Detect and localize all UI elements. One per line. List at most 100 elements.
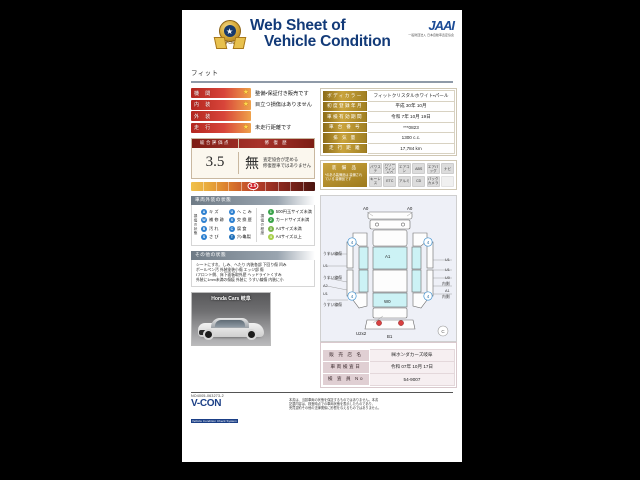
rating-stars: ★ (242, 123, 249, 131)
body-damage-diagram: 4 4 4 4 (319, 194, 457, 342)
disclaimer-line: 売買契約その他の法律関係に影響を与えるものではありません。 (289, 406, 382, 411)
legend-title: 車両外装の状態 (191, 195, 315, 205)
legend-item: C 腐 食 (228, 225, 252, 233)
jaai-subtitle: 一般財団法人 日本自動車査定協会 (408, 33, 454, 37)
legend-item-label: カードサイズ未満 (275, 217, 310, 223)
legend-item-label: へ こ み (236, 208, 252, 214)
svg-text:4: 4 (351, 240, 354, 245)
legend-item: S さ び (201, 233, 224, 241)
spec-key: 走 行 距 離 (321, 142, 368, 154)
spec-value: 平成 30年 10月 (366, 100, 455, 112)
diagram-label-left: U1 (323, 292, 328, 296)
jaai-mark: JAAI (428, 18, 455, 33)
legend-item: 2 カードサイズ未満 (267, 216, 312, 224)
model-name-row: フィット (191, 62, 453, 83)
repair-history-header-label: 修 復 歴 (264, 140, 289, 145)
diagram-label-right: A1 (445, 289, 450, 293)
spec-key: 車検有効期間 (321, 111, 368, 123)
legend-item: W 補 修 跡 (201, 216, 224, 224)
spec-key: 車 台 番 号 (321, 121, 368, 133)
overall-score-panel: 総合評価点 修 復 歴 3.5 無 査定協会が定める 修復歴車ではありません (191, 137, 315, 179)
equipment-item: ABS (412, 163, 426, 174)
notes-title: その他の状態 (191, 250, 315, 260)
rating-row: 内 装 ★ 目立つ損傷はありません (191, 99, 315, 110)
dealer-key: 車両検査日 (321, 360, 370, 374)
equipment-grid: パワステ パワーウィンドウ エアコン ABS エアバッグ ナビ キーレス ETC… (367, 163, 454, 187)
footer-ref-no: NO4005-063273-2 (191, 393, 224, 398)
vehicle-spec-table-wrap: ボディカラー フィットクリスタルホワイト・パール 初度登録年月 平成 30年 1… (319, 88, 457, 156)
svg-text:4: 4 (427, 240, 430, 245)
rating-row: 外 装 (191, 111, 315, 121)
legend-item: 4 A4サイズ以上 (267, 233, 312, 241)
legend-item: B 汚 れ (201, 225, 224, 233)
sheet-body: 機 関 ★ 整備・保証付き販売です 内 装 ★ 目立つ損傷はありません 外 装 (182, 83, 462, 388)
equipment-desc: *のある装備品は 装備されている 装備品です (324, 173, 363, 182)
table-row: 検 査 員 No 54-9007 (321, 372, 455, 386)
diagram-label-left: うすい線傷 (323, 251, 342, 256)
legend-left-axis-label: 損傷の状態 (194, 214, 198, 235)
table-row: 排 気 量 1300 c.c. (321, 132, 455, 144)
legend-item-label: さ び (209, 234, 219, 240)
spec-key: 排 気 量 (321, 132, 368, 144)
notes-panel: シートにすれ、しみ、ヘたり 内装各部 下回り傷 凹み ボールペン汚 外装塗装小傷… (191, 259, 315, 288)
damage-code-icon: S (201, 234, 207, 241)
legend-item: U へ こ み (228, 208, 252, 216)
repair-history-note: 査定協会が定める 修復歴車ではありません (263, 157, 311, 169)
diagram-label-right: U1 (445, 268, 450, 272)
damage-code-icon: U (228, 208, 235, 215)
notes-line: ボールペン汚 外装塗装小傷 エッジ部 傷 (196, 267, 264, 272)
equipment-title: 装 備 品 (331, 165, 359, 170)
diagram-label-right: 内側 (442, 281, 450, 286)
legend-item-label: 交 換 歴 (236, 217, 252, 223)
equipment-item (441, 175, 454, 187)
rating-list: 機 関 ★ 整備・保証付き販売です 内 装 ★ 目立つ損傷はありません 外 装 (191, 88, 315, 133)
diagram-label-left: U1 (323, 264, 328, 268)
vehicle-condition-sheet: ★ FCN Web Sheet of Vehicle Condition JAA… (182, 10, 462, 462)
legend-right-axis-label: 損傷の程度 (260, 214, 265, 235)
equipment-item: キーレス (368, 175, 382, 187)
rating-badge: 外 装 (191, 111, 251, 121)
equipment-item: パワステ (368, 163, 382, 174)
damage-code-icon: B (201, 225, 207, 232)
rating-badge: 内 装 ★ (191, 99, 251, 110)
score-panel-body: 3.5 無 査定協会が定める 修復歴車ではありません (192, 148, 314, 178)
notes-line: 外装に1mm未満の傷痕 外装に うすい線傷 内装に小 (196, 278, 284, 283)
spec-value: フィットクリスタルホワイト・パール (366, 90, 455, 102)
legend-item: X 交 換 歴 (228, 216, 252, 224)
equipment-item: ナビ (441, 163, 454, 174)
rating-comment: 目立つ損傷はありません (255, 102, 312, 108)
size-code-icon: 4 (267, 234, 274, 241)
legend-item-label: キ ズ (209, 208, 219, 214)
size-code-icon: 1 (267, 208, 274, 215)
equipment-item: パワーウィンドウ (383, 163, 397, 174)
diagram-label-left: うすい線傷 (323, 275, 342, 280)
notes-line: Ⅰフロント側、床下面板取外歴 ヘッドライトくすみ (196, 272, 282, 277)
emblem-text: FCN (225, 41, 235, 45)
table-row: 販 売 店 名 ㈱ホンダカーズ岐阜 (321, 348, 455, 362)
overall-score-value: 3.5 (205, 154, 225, 170)
disclaimer-line: 本書は、当該車両の状態を保証するものではありません。本書 (289, 397, 379, 402)
vcon-logo: V-CON (191, 397, 222, 409)
equipment-item: CD (412, 175, 426, 187)
repair-note-line1: 査定協会が定める (263, 156, 299, 162)
rating-comment: 未走行距離です (255, 125, 292, 131)
model-name: フィット (191, 70, 219, 77)
rating-label: 機 関 (194, 90, 213, 97)
legend-item-label: A4サイズ以上 (275, 234, 302, 240)
dealer-key: 販 売 店 名 (321, 348, 370, 362)
damage-code-icon: W (201, 217, 207, 224)
sheet-footer: NO4005-063273-2 V-CON Vehicle Condition … (191, 391, 453, 427)
rating-badge: 機 関 ★ (191, 88, 251, 98)
damage-code-icon: X (228, 217, 235, 224)
legend-panel: 損傷の状態 A キ ズ U へ こ み W 補 修 跡 (191, 204, 315, 246)
rating-comment: 整備・保証付き販売です (255, 90, 309, 97)
page-title: Web Sheet of Vehicle Condition (250, 18, 430, 50)
left-column: 機 関 ★ 整備・保証付き販売です 内 装 ★ 目立つ損傷はありません 外 装 (191, 88, 315, 388)
spec-value: 17,784 km (366, 142, 455, 154)
diagram-mark: A0 (363, 206, 369, 211)
equipment-item: エアバッグ (426, 163, 440, 174)
rating-label: 走 行 (194, 125, 213, 131)
car-illustration (198, 316, 264, 341)
jaai-emblem-icon: ★ FCN (213, 20, 247, 50)
equipment-item: ETC (383, 175, 397, 187)
